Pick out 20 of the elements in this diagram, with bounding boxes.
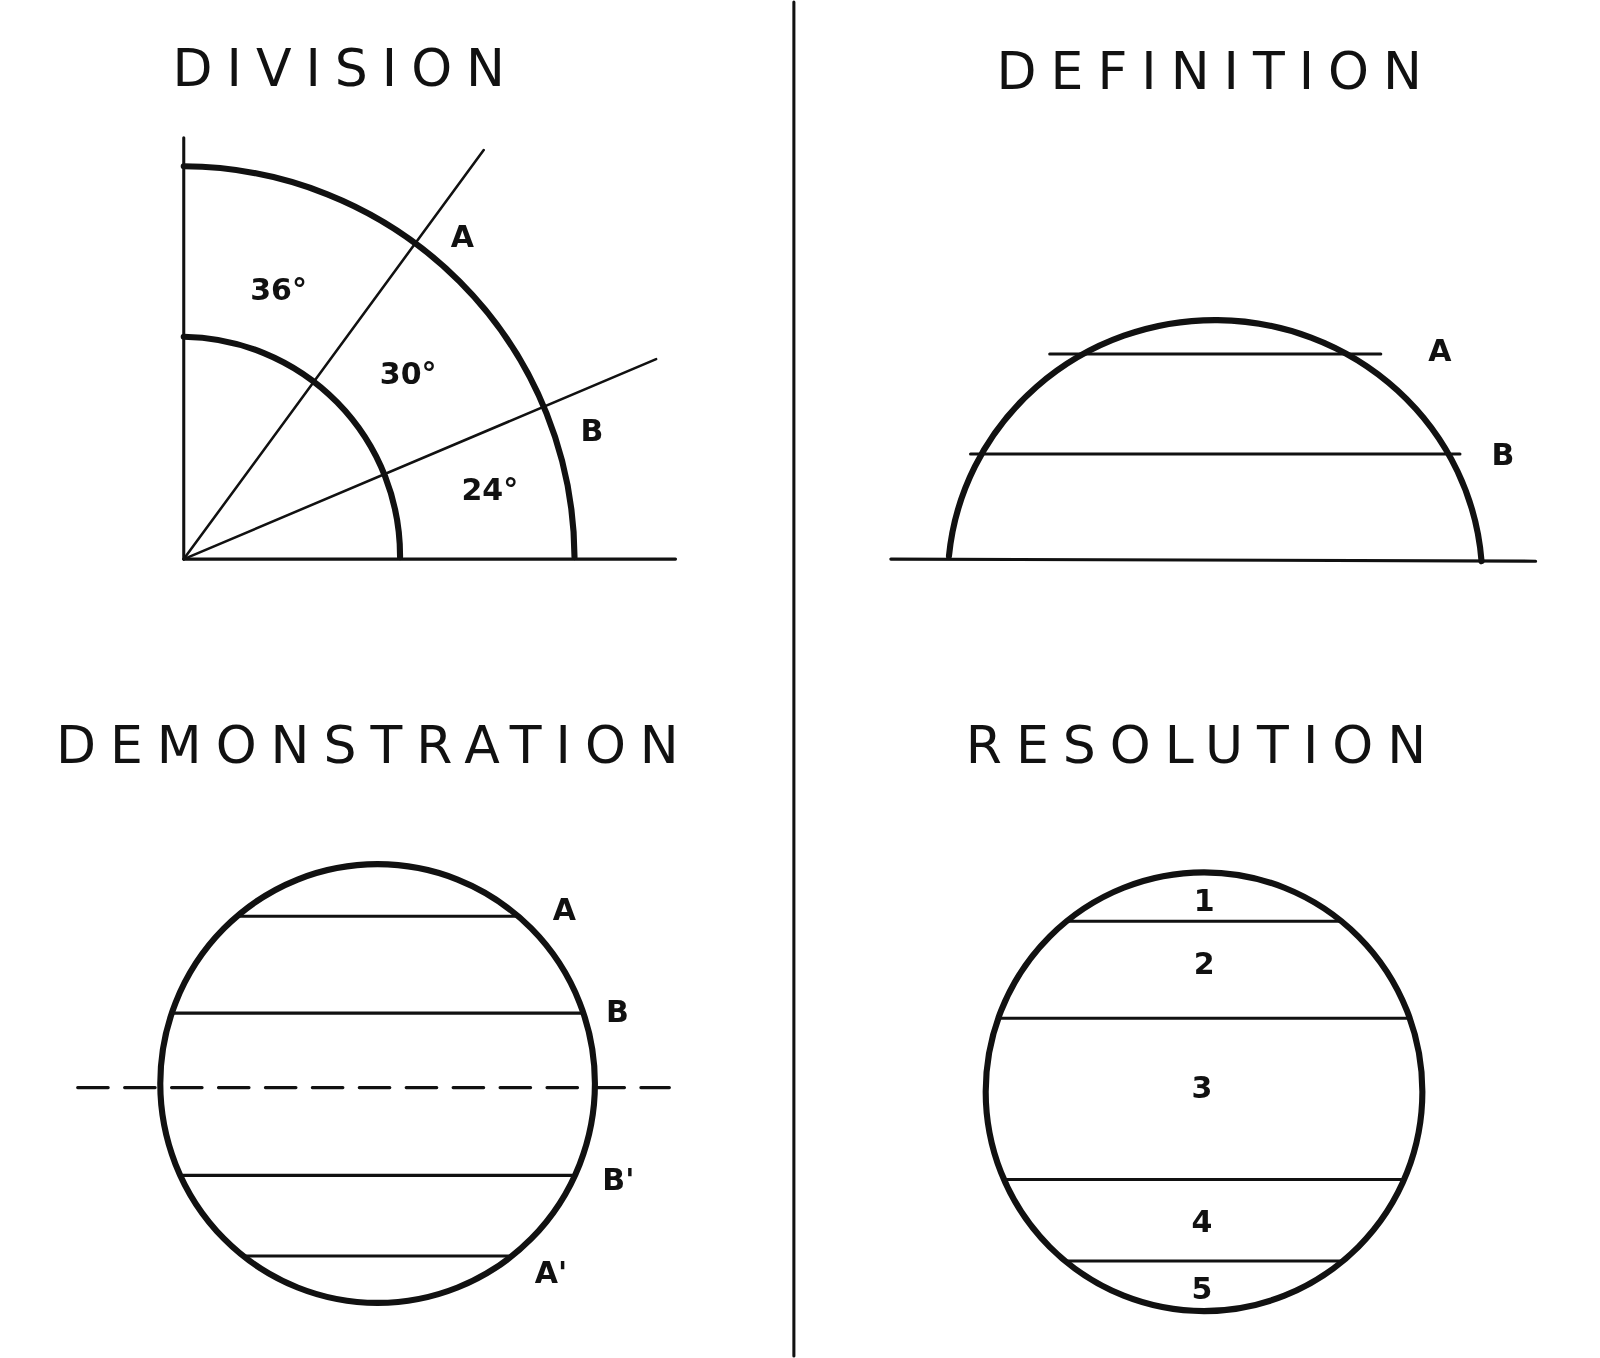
segment-number: 4 — [1191, 1207, 1213, 1238]
segment-number: 2 — [1193, 949, 1215, 980]
segment-number: 3 — [1191, 1072, 1213, 1103]
panel-heading: DIVISION — [172, 42, 519, 95]
angle-label: 36° — [250, 274, 307, 305]
point-label: A' — [534, 1258, 568, 1289]
point-label: B — [580, 415, 604, 446]
panel-heading: RESOLUTION — [965, 718, 1441, 771]
point-label: B — [1491, 440, 1515, 471]
point-label: B — [605, 997, 629, 1028]
segment-number: 1 — [1193, 886, 1215, 916]
point-label: A — [450, 221, 474, 252]
panel-heading: DEFINITION — [996, 45, 1436, 98]
point-label: A — [552, 895, 576, 926]
angle-label: 30° — [379, 359, 437, 390]
angle-label: 24° — [461, 474, 519, 505]
point-label: A — [1428, 336, 1452, 366]
panel-heading: DEMONSTRATION — [55, 718, 693, 771]
point-label: B' — [602, 1164, 635, 1195]
segment-number: 5 — [1191, 1273, 1213, 1304]
